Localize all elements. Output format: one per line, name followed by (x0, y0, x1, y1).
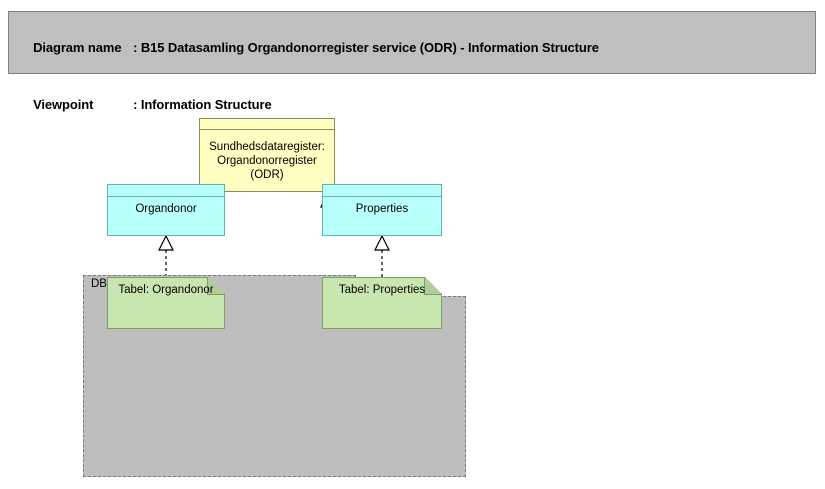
data-object-odr-band (200, 119, 334, 130)
data-object-odr-body: Sundhedsdataregister: Organdonorregister… (200, 130, 334, 191)
diagram-header: Diagram name: B15 Datasamling Organdonor… (8, 11, 816, 112)
viewpoint-value: Information Structure (140, 97, 272, 112)
artifact-tabel-organdonor-label: Tabel: Organdonor (118, 284, 214, 296)
data-object-odr[interactable]: Sundhedsdataregister: Organdonorregister… (199, 118, 335, 192)
data-object-organdonor-band (108, 185, 224, 197)
data-object-properties[interactable]: Properties (322, 184, 442, 236)
diagram-canvas: DB: Organdonor Sundhedsdataregister: Org… (0, 74, 825, 489)
realization-tabelorgandonor-to-organdonor (158, 234, 174, 277)
viewpoint-line: Viewpoint: Information Structure (19, 76, 815, 133)
diagram-name-line: Diagram name: B15 Datasamling Organdonor… (19, 19, 815, 76)
realization-tabelproperties-to-properties (374, 234, 390, 277)
viewpoint-label: Viewpoint (33, 97, 94, 112)
data-object-organdonor-label: Organdonor (135, 203, 197, 215)
artifact-tabel-properties[interactable]: Tabel: Properties (322, 277, 442, 329)
data-object-odr-line3: (ODR) (250, 168, 284, 181)
artifact-tabel-organdonor[interactable]: Tabel: Organdonor (107, 277, 225, 329)
diagram-name-label: Diagram name (33, 40, 122, 55)
viewpoint-separator: : (133, 97, 141, 112)
data-object-properties-band (323, 185, 441, 197)
diagram-name-separator: : (133, 40, 141, 55)
artifact-tabel-properties-label: Tabel: Properties (338, 284, 426, 296)
diagram-name-value: B15 Datasamling Organdonorregister servi… (140, 40, 599, 55)
data-object-organdonor[interactable]: Organdonor (107, 184, 225, 236)
data-object-odr-line2: Organdonorregister (217, 154, 317, 167)
data-object-odr-line1: Sundhedsdataregister: (209, 140, 325, 153)
data-object-properties-label: Properties (355, 203, 409, 215)
